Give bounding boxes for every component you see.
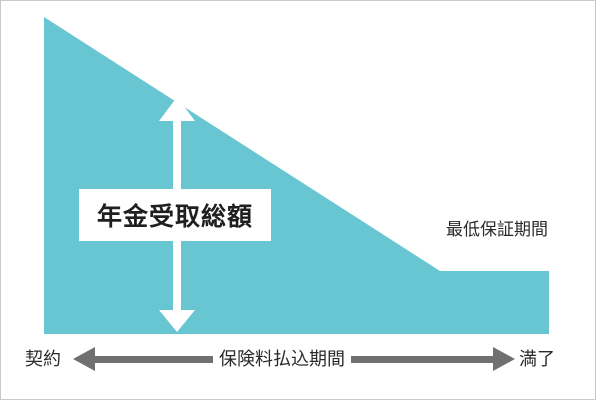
- total-annuity-label: 年金受取総額: [79, 189, 271, 241]
- min-guarantee-label: 最低保証期間: [446, 220, 548, 240]
- annuity-area: [44, 17, 549, 334]
- maturity-label: 満了: [519, 346, 555, 374]
- premium-payment-period-label: 保険料払込期間: [213, 346, 351, 374]
- contract-start-label: 契約: [25, 346, 61, 374]
- min-guarantee-bracket: [441, 249, 549, 273]
